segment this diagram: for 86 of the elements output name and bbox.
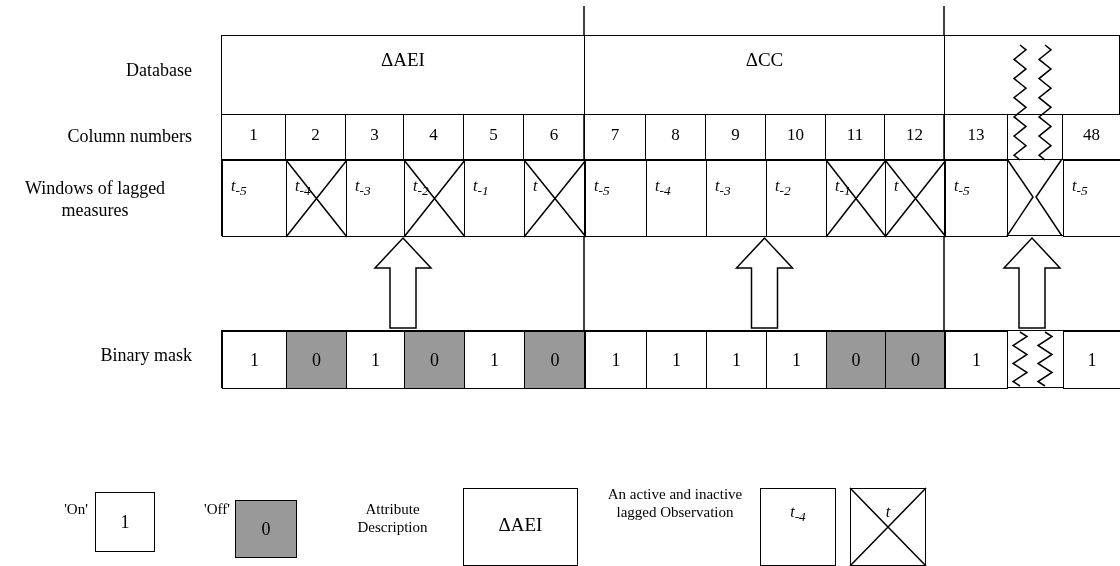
mask-off-cell	[235, 500, 297, 558]
row-heading: Binary mask	[99, 345, 192, 367]
mask-on-cell	[346, 331, 405, 389]
cell-value: 0	[311, 351, 322, 371]
lag-label: t$_{-1}$	[473, 177, 489, 199]
cell-value: 1	[249, 351, 260, 371]
mask-on-cell	[646, 331, 707, 389]
lag-label: t$_{-3}$	[355, 177, 371, 199]
inactive-observation-cell	[850, 488, 926, 566]
mask-on-cell	[1063, 331, 1120, 389]
mask-group	[944, 330, 1120, 388]
lag-label: t$_{-4}$	[655, 177, 671, 199]
cell-value: 0	[549, 351, 561, 371]
inactive-observation-cell	[286, 160, 347, 237]
cell-value: 0	[910, 351, 921, 371]
observation-cell	[464, 160, 525, 237]
observation-cell	[766, 160, 827, 237]
inactive-observation-cell	[404, 160, 465, 237]
lag-label: t$_{-5}$	[1072, 177, 1088, 199]
window-group	[221, 159, 585, 236]
block-arrow	[734, 236, 795, 329]
observation-cell	[346, 160, 405, 237]
attribute-box	[463, 488, 578, 566]
mask-on-cell	[222, 331, 287, 389]
lag-label: t$_{-3}$	[715, 177, 731, 199]
mask-off-cell	[826, 331, 886, 389]
lag-label: t$_{-4}$	[789, 503, 807, 525]
inactive-observation-cell	[524, 160, 586, 237]
cell-value: 1	[731, 351, 742, 371]
cell-value: 1	[370, 351, 381, 371]
cell-value: 1	[610, 351, 622, 371]
lag-label: t	[894, 177, 899, 195]
block-arrow	[1002, 236, 1062, 329]
mask-off-cell	[524, 331, 586, 389]
mask-on-cell	[766, 331, 827, 389]
box-caption: 'Off'	[203, 500, 231, 518]
mask-off-cell	[286, 331, 347, 389]
cell-value: 1	[671, 351, 682, 371]
mask-on-cell	[95, 492, 155, 552]
cell-value: 1	[1086, 351, 1098, 371]
mask-on-cell	[464, 331, 525, 389]
inactive-observation-cell	[826, 160, 886, 237]
lag-label: t$_{-2}$	[775, 177, 791, 199]
window-group	[944, 159, 1120, 236]
row-heading: Column numbers	[66, 126, 192, 148]
lag-label: t$_{-5}$	[954, 177, 970, 199]
lag-label: t$_{-5}$	[594, 177, 610, 199]
lag-label: t$_{-1}$	[835, 177, 851, 199]
row-heading: Windows of lagged measures	[23, 178, 167, 222]
lag-label: t	[884, 503, 892, 521]
mask-group	[221, 330, 585, 388]
cell-value: 1	[489, 351, 500, 371]
observation-cell	[646, 160, 707, 237]
cell-value: ΔAEI	[497, 515, 544, 536]
window-group	[584, 159, 945, 236]
box-caption: An active and inactive lagged Observation	[606, 485, 744, 521]
cell-value: 0	[260, 520, 272, 540]
mask-on-cell	[945, 331, 1008, 389]
attribute-box	[944, 35, 1120, 115]
observation-cell	[222, 160, 287, 237]
attribute-box	[221, 35, 585, 115]
cell-value: 1	[791, 351, 802, 371]
cell-value: 1	[119, 513, 131, 533]
box-caption: 'On'	[63, 500, 89, 518]
observation-cell	[1063, 160, 1120, 237]
cell-value: 1	[971, 351, 982, 371]
row-heading: Database	[125, 60, 192, 82]
observation-cell	[945, 160, 1008, 237]
cell-value: 0	[850, 351, 862, 371]
lag-label: t$_{-5}$	[231, 177, 247, 199]
box-caption: Attribute Description	[356, 500, 429, 536]
inactive-observation-cell	[885, 160, 946, 237]
observation-cell	[706, 160, 767, 237]
attribute-box	[584, 35, 945, 115]
observation-cell	[760, 488, 836, 566]
mask-on-cell	[706, 331, 767, 389]
cell-value: ΔCC	[744, 50, 785, 71]
mask-off-cell	[885, 331, 946, 389]
mask-on-cell	[585, 331, 647, 389]
block-arrow	[373, 236, 433, 329]
mask-group	[584, 330, 945, 388]
lag-label: t	[533, 177, 538, 195]
cell-value: ΔAEI	[380, 50, 426, 71]
mask-off-cell	[404, 331, 465, 389]
cell-value: 0	[429, 351, 440, 371]
observation-cell	[585, 160, 647, 237]
